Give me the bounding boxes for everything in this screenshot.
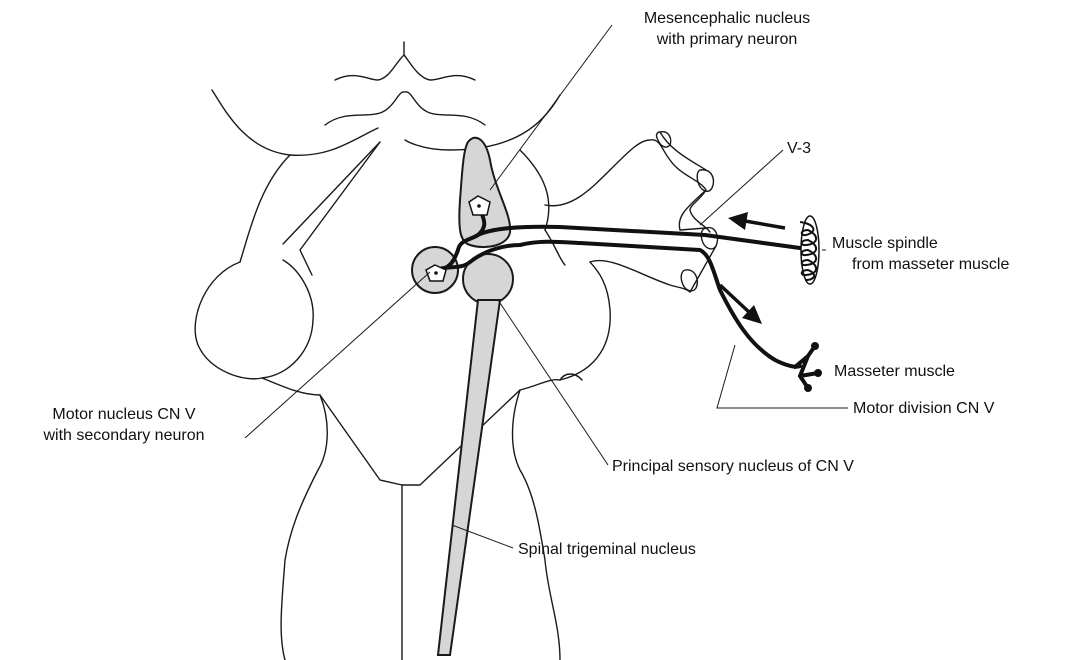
label-masseter-muscle: Masseter muscle	[834, 361, 955, 382]
label-muscle-spindle: Muscle spindle from masseter muscle	[832, 233, 1009, 275]
v3-nerve-tube	[545, 132, 718, 292]
leader-motor-division	[717, 345, 848, 408]
label-motor-nucleus: Motor nucleus CN V with secondary neuron	[6, 404, 242, 446]
leader-mesencephalic	[490, 25, 612, 190]
label-v3: V-3	[787, 138, 811, 159]
arrow-afferent	[728, 212, 785, 230]
leader-motor-nucleus	[245, 272, 430, 438]
label-mesencephalic-nucleus: Mesencephalic nucleus with primary neuro…	[622, 8, 832, 50]
cerebellum-folia	[325, 42, 485, 125]
muscle-spindle	[800, 216, 819, 284]
label-spinal-trigeminal-nucleus: Spinal trigeminal nucleus	[518, 539, 696, 560]
label-motor-division: Motor division CN V	[853, 398, 994, 419]
leader-principal-sensory	[498, 300, 608, 465]
label-principal-sensory-nucleus: Principal sensory nucleus of CN V	[612, 456, 854, 477]
spinal-trigeminal-nucleus	[438, 300, 500, 655]
